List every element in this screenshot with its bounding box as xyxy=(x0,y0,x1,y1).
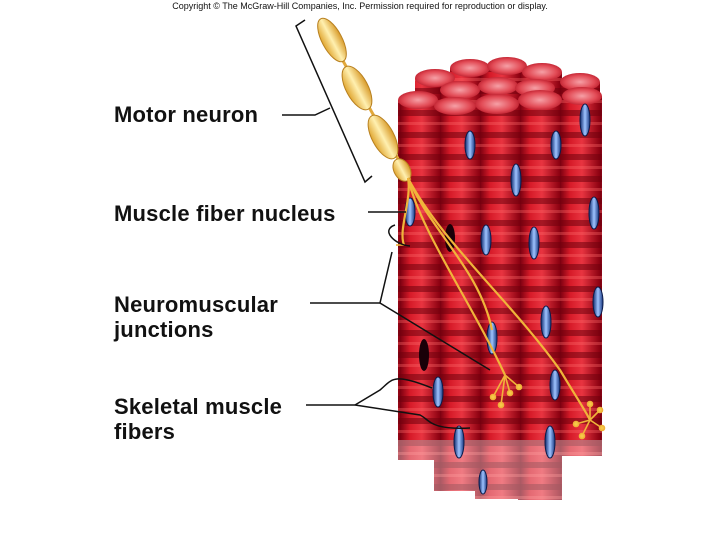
motor-neuron xyxy=(317,17,412,182)
label-muscle-fiber-nucleus-text: Muscle fiber nucleus xyxy=(114,201,336,226)
label-skeletal-line1: Skeletal muscle xyxy=(114,394,283,419)
label-neuromuscular-line2: junctions xyxy=(114,317,214,342)
label-neuromuscular-junctions: Neuromuscular junctions xyxy=(114,292,278,342)
label-motor-neuron-text: Motor neuron xyxy=(114,102,259,127)
label-motor-neuron: Motor neuron xyxy=(114,102,258,127)
label-neuromuscular-line1: Neuromuscular xyxy=(114,292,278,317)
muscle-fiber-front-row xyxy=(398,87,602,500)
muscle-fiber-nuclei xyxy=(404,103,604,495)
leader-lines xyxy=(282,19,491,429)
label-skeletal-muscle-fibers: Skeletal muscle fibers xyxy=(114,394,282,444)
axon-branches xyxy=(401,177,591,421)
label-muscle-fiber-nucleus: Muscle fiber nucleus xyxy=(114,201,336,226)
label-skeletal-line2: fibers xyxy=(114,419,176,444)
copyright-notice: Copyright © The McGraw-Hill Companies, I… xyxy=(172,1,548,11)
neuromuscular-junction-endings xyxy=(396,244,606,440)
